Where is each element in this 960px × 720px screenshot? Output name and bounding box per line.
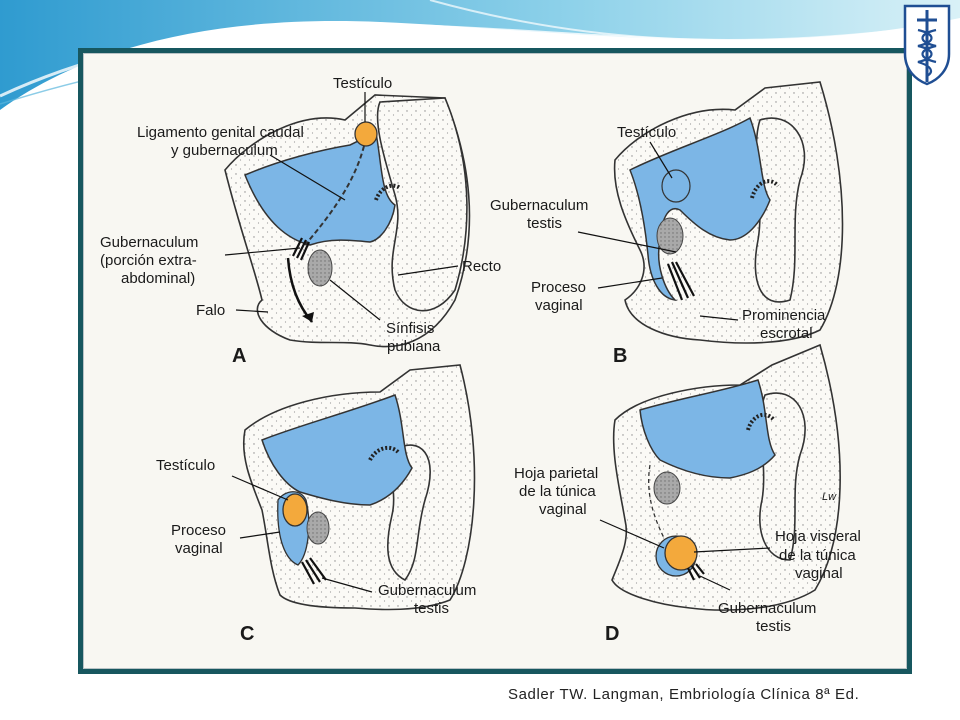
- leader-gubernaculum: [577, 231, 677, 253]
- label-testiculo: Testículo: [156, 457, 215, 474]
- abdominal-cavity: [261, 394, 413, 506]
- gubernaculum-tail: [292, 237, 311, 261]
- panel-letter-c: C: [240, 623, 254, 645]
- rectum-wall: [376, 97, 468, 312]
- leader-falo: [235, 309, 269, 313]
- leader-testiculo: [231, 475, 289, 501]
- leader-parietal: [599, 519, 665, 549]
- figure-caption: Sadler TW. Langman, Embriología Clínica …: [508, 686, 860, 703]
- panel-letter-d: D: [605, 623, 619, 645]
- testis-outline: [661, 169, 691, 203]
- testis: [354, 121, 378, 147]
- label-falo: Falo: [196, 302, 225, 319]
- leader-testiculo: [649, 141, 673, 179]
- label-parietal-2: de la túnica: [519, 483, 596, 500]
- abdominal-cavity: [639, 379, 776, 479]
- signature: Lw: [822, 491, 837, 503]
- caduceus-shield-icon: [903, 4, 951, 86]
- label-ligamento-2: y gubernaculum: [171, 142, 278, 159]
- label-sinfisis-1: Sínfisis: [386, 320, 434, 337]
- pubic-symphysis: [307, 249, 333, 287]
- label-parietal-1: Hoja parietal: [514, 465, 598, 482]
- label-gubernaculum-2: (porción extra-: [100, 252, 197, 269]
- panel-letter-a: A: [232, 345, 246, 367]
- label-gubernaculum-2: testis: [414, 600, 449, 617]
- label-parietal-3: vaginal: [539, 501, 587, 518]
- panel-letter-b: B: [613, 345, 627, 367]
- pubic-symphysis: [306, 511, 330, 545]
- leader-ligamento: [269, 154, 346, 201]
- label-prominencia-1: Prominencia: [742, 307, 826, 324]
- leader-proceso: [597, 277, 663, 289]
- label-proceso-1: Proceso: [531, 279, 586, 296]
- label-gubernaculum-1: Gubernaculum: [490, 197, 588, 214]
- leader-visceral: [693, 547, 771, 553]
- gubernaculum-cord: [304, 145, 365, 246]
- leader-gubernaculum: [224, 247, 301, 256]
- gubernaculum-descent-figure: Testículo Ligamento genital caudal y gub…: [100, 75, 861, 645]
- rectum-opening: [746, 412, 776, 431]
- label-proceso-2: vaginal: [535, 297, 583, 314]
- leader-proceso: [239, 531, 281, 539]
- testis: [664, 535, 698, 571]
- label-gubernaculum-1: Gubernaculum: [718, 600, 816, 617]
- label-visceral-3: vaginal: [795, 565, 843, 582]
- abdominal-cavity: [629, 116, 771, 302]
- gubernaculum-tail: [666, 261, 695, 301]
- pubic-symphysis: [656, 217, 684, 255]
- gubernaculum-tail: [687, 563, 705, 581]
- label-proceso-2: vaginal: [175, 540, 223, 557]
- label-gubernaculum-3: abdominal): [121, 270, 195, 287]
- label-testiculo: Testículo: [333, 75, 392, 92]
- panel-a: Testículo Ligamento genital caudal y gub…: [100, 75, 501, 367]
- leader-sinfisis: [329, 279, 381, 321]
- testis: [282, 493, 308, 527]
- obliterated-processus: [648, 464, 666, 541]
- pubic-symphysis: [653, 471, 681, 505]
- label-gubernaculum-1: Gubernaculum: [100, 234, 198, 251]
- leader-recto: [397, 265, 459, 276]
- leader-prominencia: [699, 315, 739, 321]
- label-gubernaculum-2: testis: [756, 618, 791, 635]
- label-visceral-2: de la túnica: [779, 547, 856, 564]
- panel-d: Lw Hoja parietal de la túnica vaginal Ho…: [514, 343, 861, 645]
- label-ligamento-1: Ligamento genital caudal: [137, 124, 304, 141]
- label-testiculo: Testículo: [617, 124, 676, 141]
- leader-gubernaculum: [321, 577, 373, 593]
- gubernaculum-tail: [301, 557, 327, 585]
- label-visceral-1: Hoja visceral: [775, 528, 861, 545]
- label-gubernaculum-2: testis: [527, 215, 562, 232]
- leader-gubernaculum: [699, 575, 731, 591]
- descent-arrowhead: [302, 312, 314, 322]
- panel-c: Testículo Proceso vaginal Gubernaculum t…: [156, 364, 476, 645]
- label-gubernaculum-1: Gubernaculum: [378, 582, 476, 599]
- label-proceso-1: Proceso: [171, 522, 226, 539]
- panel-b: Testículo Gubernaculum testis Proceso va…: [490, 81, 844, 367]
- rectum-opening: [750, 179, 780, 199]
- label-recto: Recto: [462, 258, 501, 275]
- label-sinfisis-2: pubiana: [387, 338, 441, 355]
- label-prominencia-2: escrotal: [760, 325, 813, 342]
- rectum-opening: [374, 183, 402, 201]
